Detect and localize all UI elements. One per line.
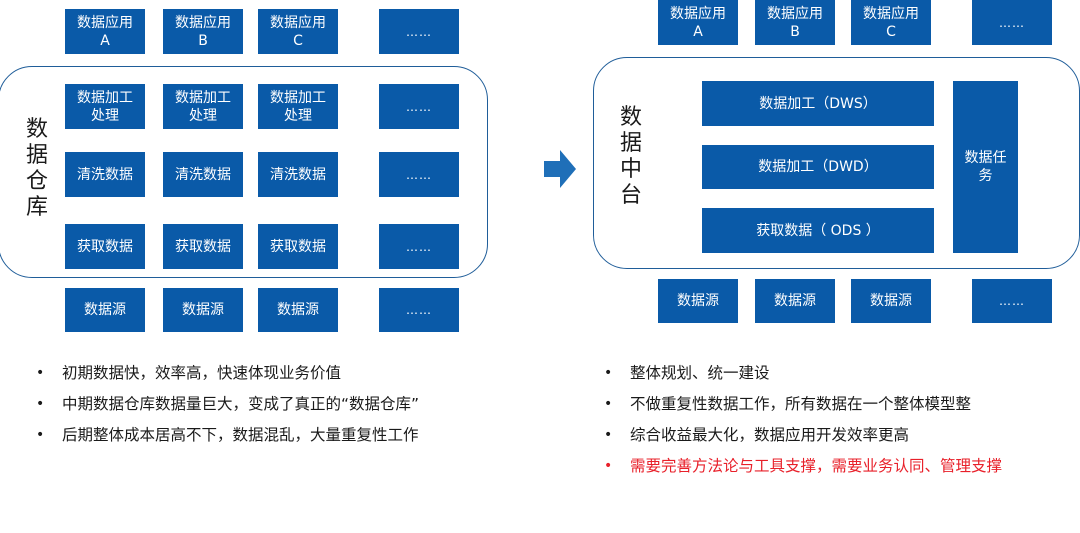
left-clean-2: 清洗数据 (163, 152, 243, 197)
right-bullet-1: 整体规划、统一建设 (604, 358, 1002, 389)
left-clean-1: 清洗数据 (65, 152, 145, 197)
right-app-c: 数据应用 C (851, 0, 931, 45)
left-fetch-3: 获取数据 (258, 224, 338, 269)
left-clean-more: …… (379, 152, 459, 197)
left-bullet-1: 初期数据快，效率高，快速体现业务价值 (36, 358, 419, 389)
layer-dwd: 数据加工（DWD） (702, 145, 934, 189)
right-source-2: 数据源 (755, 279, 835, 323)
left-process-1: 数据加工 处理 (65, 84, 145, 129)
warehouse-title: 数据仓库 (25, 117, 48, 220)
left-clean-3: 清洗数据 (258, 152, 338, 197)
left-source-more: …… (379, 288, 459, 332)
left-source-3: 数据源 (258, 288, 338, 332)
warehouse-frame (0, 66, 488, 278)
left-source-2: 数据源 (163, 288, 243, 332)
left-bullet-2: 中期数据仓库数据量巨大，变成了真正的“数据仓库” (36, 389, 419, 420)
middle-platform-title: 数据中台 (619, 105, 642, 208)
left-bullet-3: 后期整体成本居高不下，数据混乱，大量重复性工作 (36, 420, 419, 451)
right-bullet-highlight: 需要完善方法论与工具支撑，需要业务认同、管理支撑 (604, 451, 1002, 482)
layer-ods: 获取数据（ ODS ） (702, 208, 934, 253)
left-process-2: 数据加工 处理 (163, 84, 243, 129)
left-bullet-list: 初期数据快，效率高，快速体现业务价值 中期数据仓库数据量巨大，变成了真正的“数据… (36, 358, 419, 451)
left-process-more: …… (379, 84, 459, 129)
left-app-a: 数据应用 A (65, 9, 145, 54)
left-fetch-2: 获取数据 (163, 224, 243, 269)
right-bullet-3: 综合收益最大化，数据应用开发效率更高 (604, 420, 1002, 451)
data-task-box: 数据任务 (953, 81, 1018, 253)
right-source-1: 数据源 (658, 279, 738, 323)
right-app-a: 数据应用 A (658, 0, 738, 45)
right-arrow-icon (544, 150, 576, 188)
right-bullet-2: 不做重复性数据工作，所有数据在一个整体模型整 (604, 389, 1002, 420)
left-source-1: 数据源 (65, 288, 145, 332)
left-app-b: 数据应用 B (163, 9, 243, 54)
right-app-b: 数据应用 B (755, 0, 835, 45)
right-source-more: …… (972, 279, 1052, 323)
right-source-3: 数据源 (851, 279, 931, 323)
left-app-c: 数据应用 C (258, 9, 338, 54)
right-bullet-list: 整体规划、统一建设 不做重复性数据工作，所有数据在一个整体模型整 综合收益最大化… (604, 358, 1002, 482)
left-fetch-1: 获取数据 (65, 224, 145, 269)
left-fetch-more: …… (379, 224, 459, 269)
left-app-more: …… (379, 9, 459, 54)
layer-dws: 数据加工（DWS） (702, 81, 934, 126)
right-app-more: …… (972, 0, 1052, 45)
left-process-3: 数据加工 处理 (258, 84, 338, 129)
